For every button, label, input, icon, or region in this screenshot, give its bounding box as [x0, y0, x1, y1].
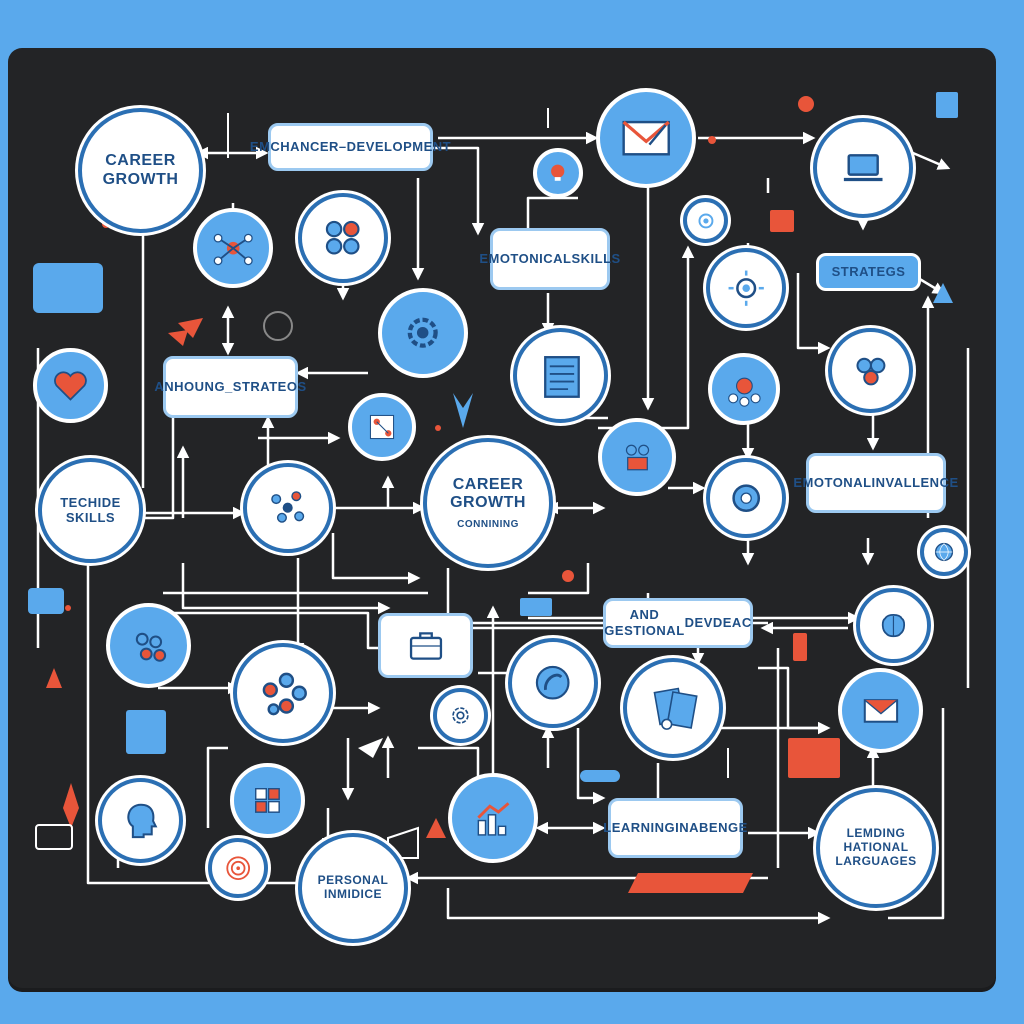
brain-node[interactable] [856, 588, 931, 663]
chart-node[interactable] [448, 773, 538, 863]
molecule-node[interactable] [298, 193, 388, 283]
network-icon [213, 233, 253, 265]
cards-node[interactable] [623, 658, 723, 758]
career-growth-center-line1: CAREER [452, 475, 524, 493]
enhancer-development-label[interactable]: EMCHANCER– DEVELOPMENT [250, 123, 451, 171]
spiral-node[interactable] [208, 838, 268, 898]
envelope-icon [622, 120, 670, 156]
gear-node[interactable] [378, 288, 468, 378]
idea-node[interactable] [533, 148, 583, 198]
career-growth-center-line2: GROWTH [450, 494, 526, 512]
career-growth-top-line1: CAREER [105, 152, 176, 170]
chart-small-node[interactable] [348, 393, 416, 461]
laptop-node[interactable] [813, 118, 913, 218]
document-icon [544, 356, 580, 398]
mail-node[interactable] [838, 668, 923, 753]
learning-line2: INABENGE [675, 820, 748, 836]
anhoung-strategies-label[interactable]: ANHOUNG_ STRATEOS [154, 356, 306, 418]
hexagon-node[interactable] [233, 643, 333, 743]
anhoung-line1: ANHOUNG_ [154, 379, 233, 395]
personal-node[interactable]: PERSONAL INMIDICE [298, 833, 408, 943]
enhancer-line2: DEVELOPMENT [346, 139, 452, 155]
career-growth-top-node[interactable]: CAREER GROWTH [78, 108, 203, 233]
career-growth-center-line3: CONNINING [457, 518, 519, 530]
learning-label[interactable]: LEARNING INABENGE [603, 798, 747, 858]
lightbulb-icon [551, 164, 565, 182]
and-gestional-line1: AND GESTIONAL [604, 607, 685, 638]
personal-line1: PERSONAL [317, 873, 389, 888]
leming-node[interactable]: LEMDING HATIONAL LARGUAGES [816, 788, 936, 908]
cluster-icon [271, 491, 305, 524]
fingerprint-node[interactable] [433, 688, 488, 743]
briefcase-icon [409, 631, 442, 660]
network-node[interactable] [193, 208, 273, 288]
career-growth-center-node[interactable]: CAREER GROWTH CONNINING [423, 438, 553, 568]
molecule-cluster-node[interactable] [243, 463, 333, 553]
strategies-text: STRATEGS [831, 264, 906, 280]
spiral-icon [226, 856, 250, 880]
target-icon [698, 213, 713, 228]
and-gestional-label[interactable]: AND GESTIONAL DEVDEAC [603, 598, 753, 648]
personal-line2: INMIDICE [324, 887, 382, 901]
emotional-skills-line1: EMOTONICAL [479, 251, 572, 267]
strategies-label[interactable]: STRATEGS [816, 253, 921, 291]
leming-line2: HATIONAL [843, 840, 909, 855]
idea-box-node[interactable] [598, 418, 676, 496]
fingerprint-icon [452, 707, 469, 724]
document-node[interactable] [513, 328, 608, 423]
emotional-intelligence-line2: INVALLENCE [871, 475, 959, 491]
ring-icon [732, 484, 760, 512]
atom-icon [135, 632, 166, 662]
heart-icon [54, 371, 87, 401]
emotional-intelligence-label[interactable]: EMOTONAL INVALLENCE [793, 453, 958, 513]
enhancer-line1: EMCHANCER– [249, 139, 347, 155]
mail-icon [863, 698, 898, 723]
cards-icon [653, 687, 698, 730]
team-icon [727, 377, 761, 407]
head-node[interactable] [98, 778, 183, 863]
gear-outline-node[interactable] [706, 248, 786, 328]
learning-line1: LEARNING [603, 820, 676, 836]
technique-line2: SKILLS [65, 509, 116, 525]
mind-map-board: CAREER GROWTH EMCHANCER– DEVELOPMENT EMO… [8, 48, 996, 988]
puzzle-node[interactable] [828, 328, 913, 413]
emotional-skills-line2: SKILLS [571, 251, 621, 267]
leming-line1: LEMDING [846, 826, 906, 841]
technique-skills-node[interactable]: TECHIDE SKILLS [38, 458, 143, 563]
circle-target-node[interactable] [706, 458, 786, 538]
and-gestional-line2: DEVDEAC [684, 615, 752, 631]
brain-icon [881, 614, 906, 638]
technique-line1: TECHIDE [60, 494, 121, 510]
grid-node[interactable] [230, 763, 305, 838]
emotional-skills-label[interactable]: EMOTONICAL SKILLS [479, 228, 620, 290]
chart-icon [477, 802, 510, 836]
target-small-node[interactable] [683, 198, 728, 243]
box-icon [625, 444, 649, 470]
connector-lines [28, 92, 970, 925]
hexagon-icon [262, 672, 307, 716]
graph-icon [369, 414, 395, 440]
puzzle-icon [856, 357, 885, 385]
gear-icon [728, 270, 764, 306]
cog-icon [407, 317, 439, 349]
idea-group-node[interactable] [708, 353, 780, 425]
grid-icon [255, 788, 280, 813]
leming-line3: LARGUAGES [835, 853, 917, 868]
hand-icon [536, 666, 570, 700]
envelope-node[interactable] [596, 88, 696, 188]
career-growth-top-line2: GROWTH [102, 170, 179, 188]
laptop-icon [843, 153, 883, 181]
atom-node[interactable] [106, 603, 191, 688]
head-profile-icon [126, 803, 157, 838]
briefcase-label[interactable] [378, 613, 473, 678]
heart-node[interactable] [33, 348, 108, 423]
anhoung-line2: STRATEOS [232, 379, 307, 395]
hand-node[interactable] [508, 638, 598, 728]
globe-node[interactable] [920, 528, 968, 576]
globe-icon [934, 542, 954, 562]
molecule-icon [326, 221, 360, 255]
emotional-intelligence-line1: EMOTONAL [793, 475, 872, 491]
